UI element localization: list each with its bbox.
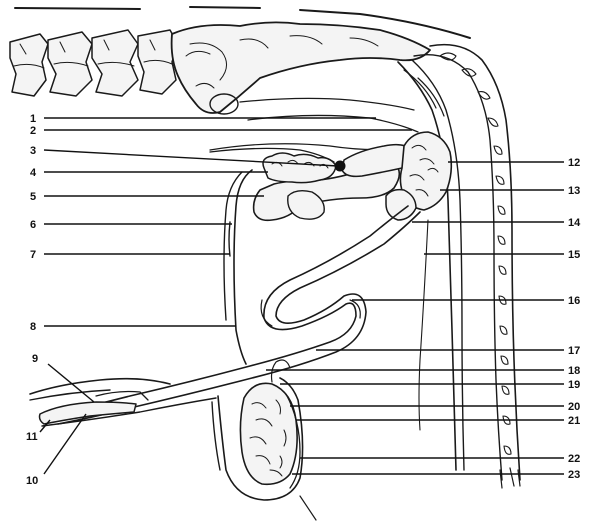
label-12: 12 — [568, 157, 580, 169]
label-21: 21 — [568, 415, 580, 427]
label-10: 10 — [26, 475, 38, 487]
label-19: 19 — [568, 379, 580, 391]
label-5: 5 — [30, 191, 36, 203]
label-16: 16 — [568, 295, 580, 307]
label-9: 9 — [32, 353, 38, 365]
label-20: 20 — [568, 401, 580, 413]
abdominal-wall-left — [234, 170, 252, 364]
labels-right: 12 13 14 15 16 17 18 19 20 21 22 23 — [568, 157, 581, 481]
drawing — [10, 7, 520, 520]
label-1: 1 — [30, 113, 36, 125]
label-3: 3 — [30, 145, 36, 157]
label-4: 4 — [30, 167, 37, 179]
glans — [40, 402, 137, 424]
label-17: 17 — [568, 345, 580, 357]
label-18: 18 — [568, 365, 580, 377]
label-7: 7 — [30, 249, 36, 261]
label-2: 2 — [30, 125, 36, 137]
label-6: 6 — [30, 219, 36, 231]
label-11: 11 — [26, 431, 38, 443]
label-15: 15 — [568, 249, 580, 261]
rectum — [398, 62, 456, 470]
labels-left: 1 2 3 4 5 6 7 8 9 10 11 — [26, 113, 38, 487]
vertebrae — [10, 30, 178, 96]
label-8: 8 — [30, 321, 36, 333]
label-22: 22 — [568, 453, 580, 465]
tail-outline — [430, 45, 520, 480]
label-13: 13 — [568, 185, 580, 197]
label-14: 14 — [568, 217, 581, 229]
label-23: 23 — [568, 469, 580, 481]
